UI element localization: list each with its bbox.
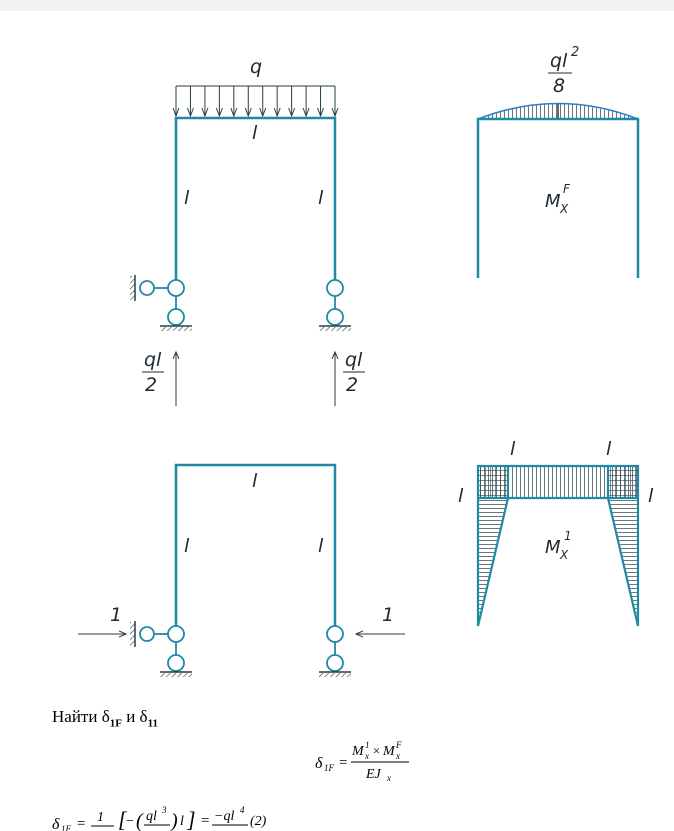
m1-moment-diagram: l l l l M X 1: [458, 438, 654, 627]
left-ground-hatch: [160, 327, 192, 331]
mf-peak-value: ql 2 8: [548, 45, 579, 97]
svg-text:x: x: [395, 751, 400, 761]
load-arrow-head: [244, 107, 252, 118]
m1-label: M X 1: [545, 529, 572, 562]
svg-text:F: F: [395, 740, 402, 750]
left-wall-hatch: [130, 276, 135, 300]
svg-text:ql: ql: [144, 349, 162, 371]
right-reaction-label: ql 2: [343, 349, 365, 396]
load-arrow-head: [230, 107, 238, 118]
load-arrow-head: [215, 107, 223, 118]
svg-text:x: x: [364, 751, 369, 761]
svg-text:1: 1: [97, 810, 104, 825]
load-arrow-head: [273, 107, 281, 118]
svg-text:−ql: −ql: [214, 809, 234, 824]
mf-moment-diagram: ql 2 8 M X F: [476, 45, 640, 278]
load-arrow-head: [331, 107, 339, 118]
svg-text:M: M: [382, 744, 396, 759]
svg-text:=: =: [200, 813, 210, 829]
svg-text:=: =: [338, 755, 348, 771]
svg-text:−: −: [125, 814, 134, 829]
svg-text:2: 2: [571, 45, 579, 60]
m1-top-left-label: l: [510, 438, 516, 460]
svg-text:l: l: [180, 814, 184, 829]
svg-text:δ: δ: [315, 755, 323, 772]
svg-text:[: [: [118, 807, 128, 831]
load-label: q: [250, 56, 262, 78]
right-column-label: l: [318, 187, 324, 209]
distributed-load: [172, 85, 339, 118]
m1-side-left-label: l: [458, 485, 464, 507]
left-column-label: l: [184, 187, 190, 209]
svg-text:(2): (2): [250, 814, 267, 829]
left-pin-support: [139, 279, 185, 326]
bottom-right-column-label: l: [318, 535, 324, 557]
bottom-left-column-label: l: [184, 535, 190, 557]
svg-text:2: 2: [346, 374, 358, 396]
right-unit-force-label: 1: [382, 604, 394, 626]
beam-length-label: l: [252, 122, 258, 144]
formula-delta-1f: δ 1F = M 1 x × M F x EJ x: [315, 740, 409, 783]
bottom-frame-members: [174, 463, 337, 631]
svg-text:X: X: [559, 202, 569, 216]
svg-text:3: 3: [161, 805, 167, 815]
frame-drawings: q l l l ql 2: [78, 45, 654, 677]
left-unit-force-label: 1: [110, 604, 122, 626]
svg-text:δ: δ: [52, 816, 60, 831]
bottom-beam-label: l: [252, 470, 258, 492]
svg-text:1: 1: [564, 529, 572, 543]
svg-text:1F: 1F: [324, 763, 335, 773]
svg-text:=: =: [76, 816, 86, 831]
right-ground-hatch: [319, 327, 351, 331]
svg-text:8: 8: [553, 75, 565, 97]
m1-side-right-label: l: [648, 485, 654, 507]
svg-text:4: 4: [240, 805, 245, 815]
svg-text:×: ×: [372, 743, 381, 758]
svg-text:ql: ql: [146, 809, 157, 824]
svg-text:ql: ql: [345, 349, 363, 371]
svg-text:M: M: [545, 191, 561, 212]
svg-text:): ): [170, 810, 178, 831]
load-arrow-head: [259, 107, 267, 118]
bottom-frame: l l l 1 1: [78, 463, 405, 677]
m1-top-right-label: l: [606, 438, 612, 460]
load-arrow-head: [288, 107, 296, 118]
svg-text:]: ]: [186, 807, 196, 831]
top-frame: q l l l ql 2: [130, 56, 365, 406]
svg-text:M: M: [545, 537, 561, 558]
mf-frame: [476, 117, 640, 278]
bottom-right-roller-support: [326, 625, 344, 672]
mf-label: M X F: [545, 182, 571, 216]
load-arrow-head: [186, 107, 194, 118]
svg-text:1: 1: [365, 740, 370, 750]
svg-text:M: M: [351, 744, 365, 759]
svg-text:1F: 1F: [61, 824, 72, 831]
svg-text:2: 2: [145, 374, 157, 396]
svg-text:EJ: EJ: [365, 767, 382, 782]
svg-text:X: X: [559, 548, 569, 562]
formula-delta-1f-result: δ 1F = 1 [ − ( ql 3 ) l ] = −ql 4 (2): [52, 805, 267, 831]
svg-text:ql: ql: [550, 50, 568, 72]
load-arrow-head: [201, 107, 209, 118]
load-arrow-head: [317, 107, 325, 118]
task-statement: Найти δ1F и δ11: [52, 707, 158, 730]
frame-members: [174, 116, 337, 285]
top-bar: [0, 0, 674, 11]
load-arrow-head: [172, 107, 180, 118]
svg-text:x: x: [386, 773, 391, 783]
svg-text:F: F: [563, 182, 571, 196]
left-reaction-label: ql 2: [142, 349, 164, 396]
load-arrow-head: [302, 107, 310, 118]
bottom-left-pin-support: [139, 625, 185, 672]
svg-text:(: (: [136, 810, 144, 831]
right-roller-support: [326, 279, 344, 326]
mf-parabola: [477, 102, 639, 120]
